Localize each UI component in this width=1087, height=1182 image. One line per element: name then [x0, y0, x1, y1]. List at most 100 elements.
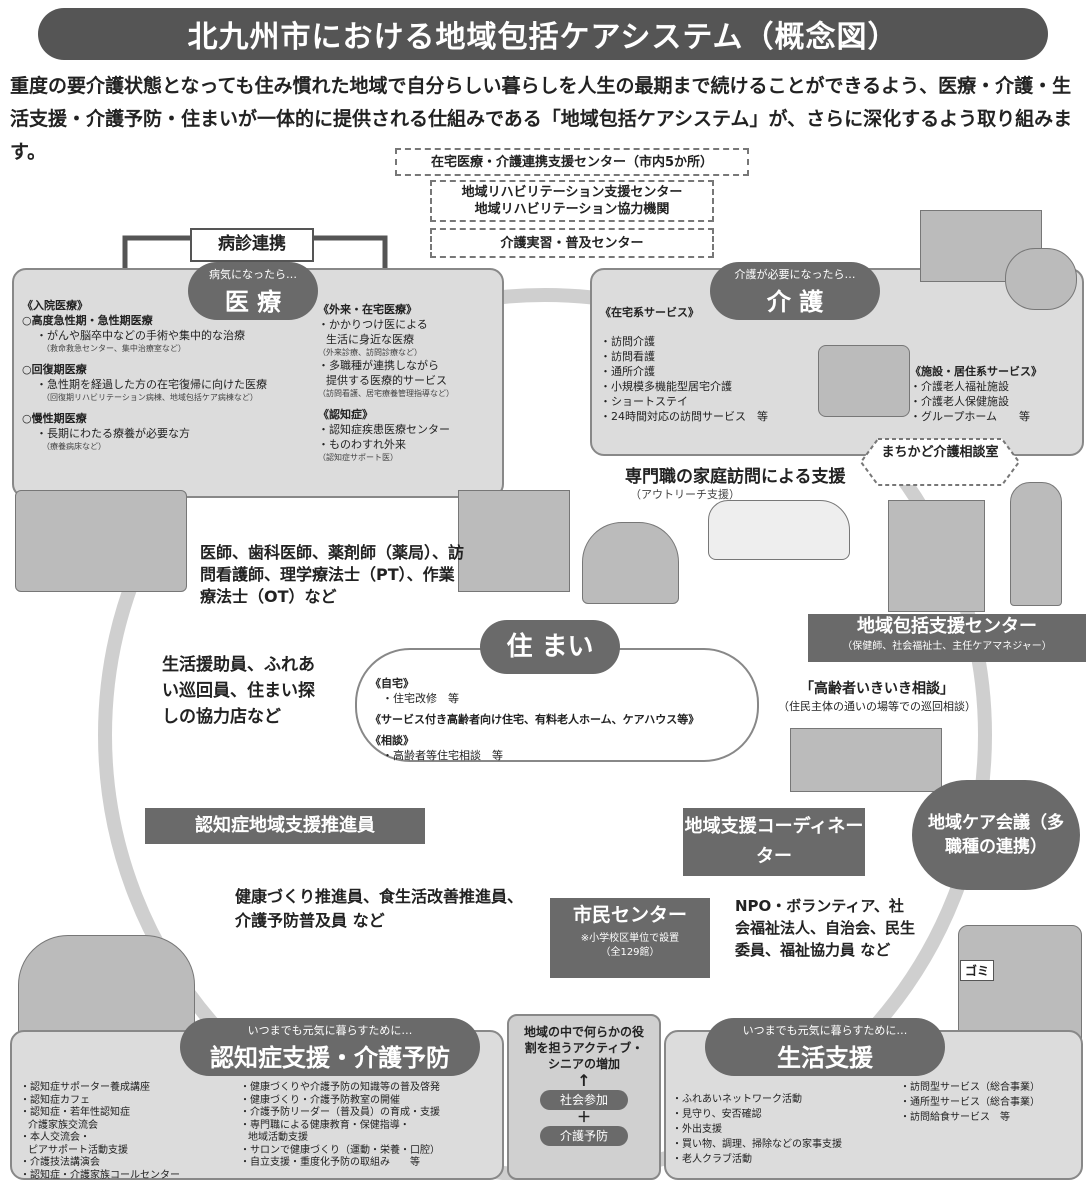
kenko-text: 健康づくり推進員、食生活改善推進員、介護予防普及員 など [235, 885, 525, 933]
kaigo-sub: 介護が必要になったら… [710, 262, 880, 282]
iryo-mansei: ○慢性期医療 [22, 411, 312, 426]
kaigo-zaitaku: 《在宅系サービス》 [600, 305, 800, 320]
yobo-right-4: ・専門職による健康教育・保健指導・ [240, 1120, 498, 1133]
iryo-nyuin-section: 《入院医療》 ○高度急性期・急性期医療 ・がんや脳卒中などの手術や集中的な治療 … [22, 298, 312, 452]
iryo-kodo: ○高度急性期・急性期医療 [22, 313, 312, 328]
iryo-sub: 病気になったら… [188, 262, 318, 282]
doctor-patient-illustration [15, 490, 187, 592]
kaigo-shisetsu-3: ・グループホーム 等 [910, 409, 1080, 424]
rehab-box: 地域リハビリテーション支援センター 地域リハビリテーション協力機関 [430, 180, 714, 222]
coordinator-box: 地域支援コーディネーター [683, 808, 865, 876]
community-hall-illustration [790, 728, 942, 792]
seikatsu-right-list: ・訪問型サービス（総合事業） ・通所型サービス（総合事業） ・訪問給食サービス … [900, 1080, 1078, 1125]
shimin-sub2: （全129館） [550, 946, 710, 960]
active-arrow: ↑ [509, 1072, 659, 1090]
house-illustration [458, 490, 570, 592]
seikatsu-sub: いつまでも元気に暮らすために… [705, 1018, 945, 1038]
wheelchair-illustration [1005, 248, 1077, 310]
iryo-mansei-n: （療養病床など） [22, 441, 312, 452]
elderly-couple-illustration [582, 522, 679, 604]
iryo-mansei-d: ・長期にわたる療養が必要な方 [22, 426, 312, 441]
iryo-gairai-4: 提供する医療的サービス [318, 373, 498, 388]
sumai-body: 《自宅》 ・住宅改修 等 《サービス付き高齢者向け住宅、有料老人ホーム、ケアハウ… [370, 676, 750, 763]
zaitaku-center-box: 在宅医療・介護連携支援センター（市内5か所） [395, 148, 749, 176]
yobo-right-7: ・自立支援・重度化予防の取組み 等 [240, 1157, 498, 1170]
seikatsu-left-3: ・外出支援 [672, 1122, 887, 1137]
yobo-left-4: 介護家族交流会 [20, 1120, 240, 1133]
iryo-gairai-2: 生活に身近な医療 [318, 332, 498, 347]
kaigo-jisshu-box: 介護実習・普及センター [430, 228, 714, 258]
page-title: 北九州市における地域包括ケアシステム（概念図） [38, 8, 1048, 60]
iryo-gairai-n2: （訪問看護、居宅療養管理指導など） [318, 388, 498, 399]
outreach-title: 専門職の家庭訪問による支援 [625, 462, 846, 487]
houkatsu-title: 地域包括支援センター [808, 614, 1086, 640]
rehab-line-2: 地域リハビリテーション協力機関 [475, 201, 670, 218]
yobo-left-6: ピアサポート活動支援 [20, 1145, 240, 1158]
houkatsu-box: 地域包括支援センター （保健師、社会福祉士、主任ケアマネジャー） [808, 614, 1086, 662]
iryo-kaifuku: ○回復期医療 [22, 362, 312, 377]
sumai-sodan: 《相談》 [370, 733, 750, 748]
seikatsu-left-list: ・ふれあいネットワーク活動 ・見守り、安否確認 ・外出支援 ・買い物、調理、掃除… [672, 1092, 887, 1167]
iryo-kodo-d: ・がんや脳卒中などの手術や集中的な治療 [22, 328, 312, 343]
active-text: 地域の中で何らかの役割を担うアクティブ・シニアの増加 [509, 1016, 659, 1072]
kaigo-shisetsu: 《施設・居住系サービス》 [910, 364, 1080, 379]
iryo-gairai-3: ・多職種が連携しながら [318, 358, 498, 373]
kaigo-item-6: ・24時間対応の訪問サービス 等 [600, 409, 800, 424]
yobo-left-1: ・認知症サポーター養成講座 [20, 1082, 240, 1095]
van-illustration [708, 500, 850, 560]
houkatsu-sub: （保健師、社会福祉士、主任ケアマネジャー） [808, 640, 1086, 654]
iryo-gairai-n1: （外来診療、訪問診療など） [318, 347, 498, 358]
kaigo-shisetsu-2: ・介護老人保健施設 [910, 394, 1080, 409]
ninchisho-suishin-box: 認知症地域支援推進員 [145, 808, 425, 844]
iryo-kodo-n: （救命救急センター、集中治療室など） [22, 343, 312, 354]
yobo-heading: いつまでも元気に暮らすために… 認知症支援・介護予防 [180, 1018, 480, 1076]
sumai-head: 住 まい [480, 620, 620, 674]
seikatsu-left-2: ・見守り、安否確認 [672, 1107, 887, 1122]
byoshin-label: 病診連携 [190, 228, 314, 262]
yobo-right-6: ・サロンで健康づくり（運動・栄養・口腔） [240, 1145, 498, 1158]
machikado-label: まちかど介護相談室 [880, 444, 1000, 461]
iryo-nyuin: 《入院医療》 [22, 298, 312, 313]
iryo-gairai-section: 《外来・在宅医療》 ・かかりつけ医による 生活に身近な医療 （外来診療、訪問診療… [318, 302, 498, 463]
kaigo-shisetsu-1: ・介護老人福祉施設 [910, 379, 1080, 394]
yobo-left-5: ・本人交流会・ [20, 1132, 240, 1145]
sumai-service: 《サービス付き高齢者向け住宅、有料老人ホーム、ケアハウス等》 [370, 712, 750, 727]
seikatsu-left-4: ・買い物、調理、掃除などの家事支援 [672, 1137, 887, 1152]
iryo-gairai: 《外来・在宅医療》 [318, 302, 498, 317]
active-plus: ＋ [509, 1110, 659, 1126]
yobo-left-8: ・認知症・介護家族コールセンター [20, 1170, 240, 1182]
seikatsu-right-2: ・通所型サービス（総合事業） [900, 1095, 1078, 1110]
kaigo-item-3: ・通所介護 [600, 364, 800, 379]
yobo-right-1: ・健康づくりや介護予防の知識等の普及啓発 [240, 1082, 498, 1095]
kaigo-item-4: ・小規模多機能型居宅介護 [600, 379, 800, 394]
sumai-jitaku: 《自宅》 [370, 676, 750, 691]
yobo-right-3: ・介護予防リーダー（普及員）の育成・支援 [240, 1107, 498, 1120]
seikatsu-heading: いつまでも元気に暮らすために… 生活支援 [705, 1018, 945, 1076]
iryo-ninchi-n: （認知症サポート医） [318, 452, 498, 463]
active-senior-box: 地域の中で何らかの役割を担うアクティブ・シニアの増加 ↑ 社会参加 ＋ 介護予防 [507, 1014, 661, 1180]
seikatsu-left-1: ・ふれあいネットワーク活動 [672, 1092, 887, 1107]
kaigo-zaitaku-section: 《在宅系サービス》 ・訪問介護 ・訪問看護 ・通所介護 ・小規模多機能型居宅介護… [600, 305, 800, 424]
npo-text: NPO・ボランティア、社会福祉法人、自治会、民生委員、福祉協力員 など [735, 895, 915, 961]
iryo-kaifuku-n: （回復期リハビリテーション病棟、地域包括ケア病棟など） [22, 392, 312, 403]
sumai-sodan-d: ・高齢者等住宅相談 等 [370, 748, 750, 763]
professionals-text: 医師、歯科医師、薬剤師（薬局）、訪問看護師、理学療法士（PT）、作業療法士（OT… [200, 542, 470, 608]
shimin-head: 市民センター [550, 898, 710, 932]
seikatsu-right-1: ・訪問型サービス（総合事業） [900, 1080, 1078, 1095]
seikatsu-helpers-text: 生活援助員、ふれあい巡回員、住まい探しの協力店など [162, 652, 322, 730]
rehab-line-1: 地域リハビリテーション支援センター [462, 184, 683, 201]
ikiiki-title: 「高齢者いきいき相談」 [800, 678, 980, 698]
active-b1: 社会参加 [540, 1090, 628, 1110]
houkatsu-building-illustration [888, 500, 985, 612]
yobo-left-2: ・認知症カフェ [20, 1095, 240, 1108]
ikiiki-sub: （住民主体の通いの場等での巡回相談） [778, 698, 1058, 714]
iryo-ninchi: 《認知症》 [318, 407, 498, 422]
iryo-ninchi-1: ・認知症疾患医療センター [318, 422, 498, 437]
bath-care-illustration [818, 345, 910, 417]
yobo-right-5: 地域活動支援 [240, 1132, 498, 1145]
kaigo-item-5: ・ショートステイ [600, 394, 800, 409]
kaigo-item-1: ・訪問介護 [600, 334, 800, 349]
yobo-right-2: ・健康づくり・介護予防教室の開催 [240, 1095, 498, 1108]
yobo-left-list: ・認知症サポーター養成講座 ・認知症カフェ ・認知症・若年性認知症 介護家族交流… [20, 1082, 240, 1182]
yobo-sub: いつまでも元気に暮らすために… [180, 1018, 480, 1038]
